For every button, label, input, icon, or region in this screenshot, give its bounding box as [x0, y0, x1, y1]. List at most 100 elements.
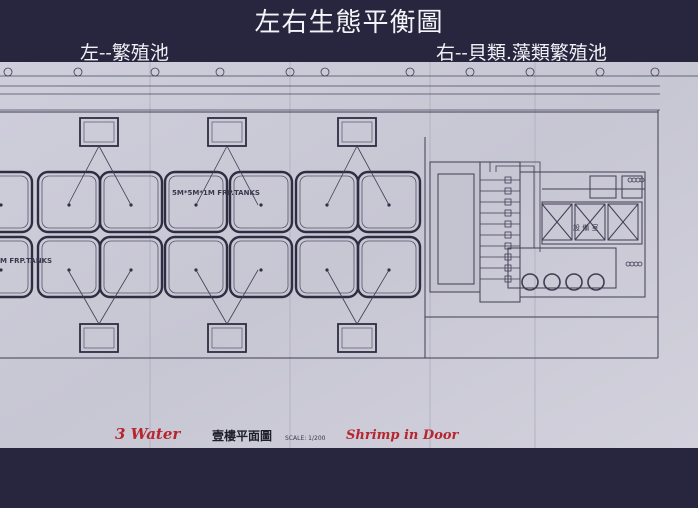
filter-tank [521, 273, 539, 291]
pipe [98, 145, 132, 206]
note-shrimp: Shrimp in Door [346, 428, 460, 443]
pump-box-inner [83, 121, 115, 143]
grid-marker [595, 67, 605, 77]
filter-box [541, 203, 573, 241]
valve [504, 220, 512, 228]
pipe [226, 269, 259, 325]
pipe [356, 145, 390, 206]
right-caption: 右--貝類.藻類繁殖池 [436, 42, 607, 64]
tank [163, 170, 229, 234]
building-outline [0, 110, 659, 359]
coil-loop [639, 177, 645, 183]
tank-inner [168, 175, 224, 229]
tank [228, 235, 294, 299]
tank-label-lower: M FRP.TANKS [0, 257, 52, 265]
grid-markers [3, 67, 660, 77]
grid-marker [650, 67, 660, 77]
tank-inner [41, 240, 97, 294]
tank-inner [41, 175, 97, 229]
tank [356, 235, 422, 299]
tank-inner [168, 240, 224, 294]
tank-inner [299, 175, 355, 229]
pipe [67, 269, 100, 325]
pipe [195, 269, 228, 325]
tank [98, 235, 164, 299]
tank-inner [233, 175, 289, 229]
valve [504, 176, 512, 184]
pump-box-inner [83, 327, 115, 349]
pipe [98, 269, 132, 325]
floor-plan-title: 壹樓平面圖 [212, 428, 272, 443]
valve [504, 198, 512, 206]
valve [504, 187, 512, 195]
grid-marker [320, 67, 330, 77]
tank-inner [103, 175, 159, 229]
filter-tank [565, 273, 583, 291]
paper-sheet [0, 62, 698, 448]
tank-drain [0, 203, 3, 207]
filter-tank [587, 273, 605, 291]
tank [0, 170, 34, 234]
filter-box [574, 203, 606, 241]
tank-inner [361, 240, 417, 294]
note-water: 3 Water [115, 425, 181, 443]
valve [504, 242, 512, 250]
manifold-pipe [489, 161, 541, 252]
filter-box [607, 203, 639, 241]
pipe [195, 145, 228, 206]
valve [504, 275, 512, 283]
pump-box-inner [341, 327, 373, 349]
grid-marker [3, 67, 13, 77]
pipe [326, 269, 358, 325]
tank [163, 235, 229, 299]
filter-cross [541, 203, 573, 241]
tank-inner [103, 240, 159, 294]
tank-drain [259, 268, 263, 272]
pipe-manifold [480, 161, 541, 283]
grid-marker [150, 67, 160, 77]
pipe [67, 145, 100, 206]
tank-inner [361, 175, 417, 229]
filter-tank [543, 273, 561, 291]
filter-cross [574, 203, 606, 241]
equipment-label: 設 備 室 [573, 223, 598, 232]
valve [504, 209, 512, 217]
tank-inner [233, 240, 289, 294]
dimension-lines [0, 75, 698, 111]
pipe [326, 145, 358, 206]
coil-loop [637, 261, 643, 267]
pipe-lines [67, 145, 390, 325]
grid-marker [465, 67, 475, 77]
grid-marker [215, 67, 225, 77]
valve [504, 264, 512, 272]
pump-box-inner [211, 327, 243, 349]
slide-title: 左右生態平衡圖 [254, 8, 444, 38]
tank [356, 170, 422, 234]
valve [504, 231, 512, 239]
frp-tanks [0, 170, 422, 299]
pipe [226, 145, 259, 206]
tank-inner [0, 175, 29, 229]
tank [0, 235, 34, 299]
tank [228, 170, 294, 234]
tank-drain [259, 203, 263, 207]
pump-box-inner [211, 121, 243, 143]
filter-cross [607, 203, 639, 241]
tank-drain [0, 268, 3, 272]
valve [504, 253, 512, 261]
tank [98, 170, 164, 234]
pump-box-inner [341, 121, 373, 143]
grid-marker [73, 67, 83, 77]
tank-label-upper: 5M*5M*1M FRP.TANKS [172, 189, 260, 197]
grid-marker [285, 67, 295, 77]
scale-label: SCALE: 1/200 [285, 435, 326, 442]
grid-marker [405, 67, 415, 77]
tank-inner [0, 240, 29, 294]
filter-boxes [521, 177, 645, 291]
manifold-pipe [495, 165, 535, 248]
pipe [356, 269, 390, 325]
floor-plan-drawing: 5M*5M*1M FRP.TANKS M FRP.TANKS 設 備 室 3 W… [0, 62, 698, 448]
grid-marker [525, 67, 535, 77]
tank-inner [299, 240, 355, 294]
